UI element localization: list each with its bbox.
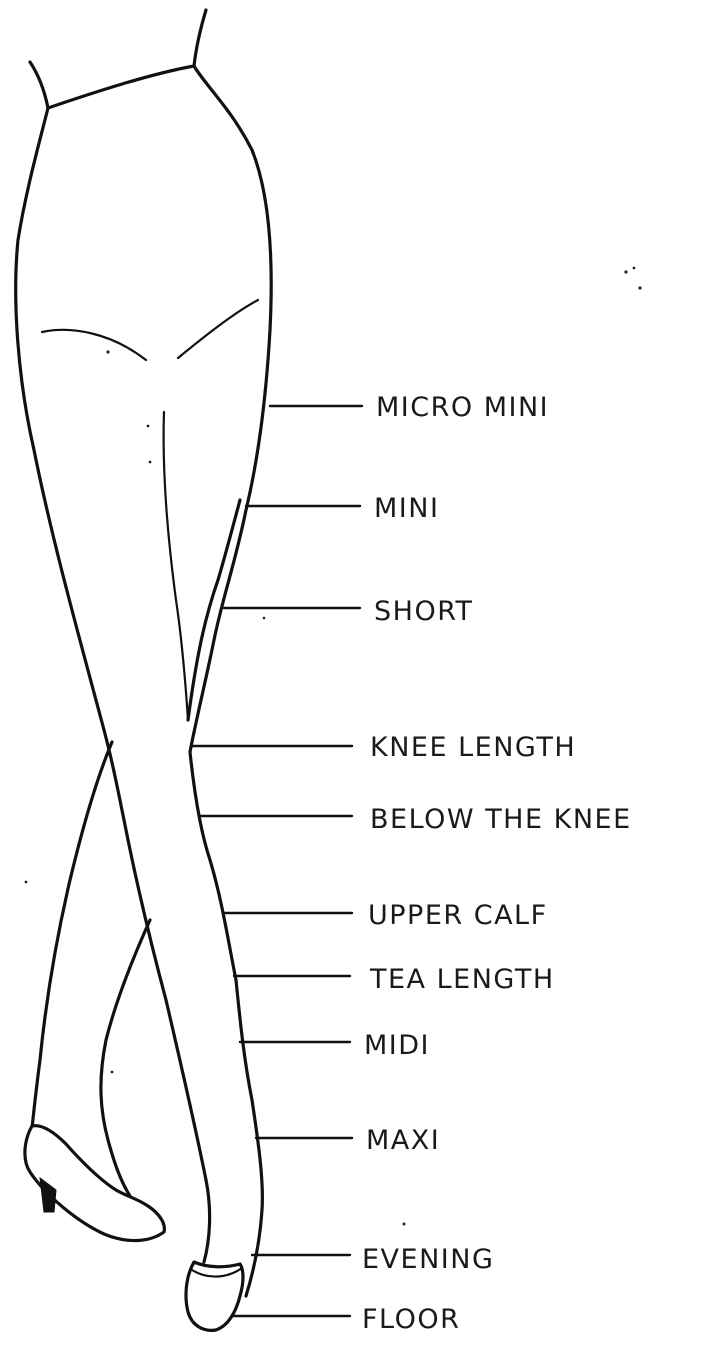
print-speck xyxy=(106,350,109,353)
label-below-the-knee: BELOW THE KNEE xyxy=(370,804,632,835)
center-leg-line xyxy=(164,412,188,720)
front-leg-inner xyxy=(188,500,240,720)
print-speck xyxy=(624,270,627,273)
label-micro-mini: MICRO MINI xyxy=(376,392,549,423)
print-speck xyxy=(147,425,150,428)
back-calf-outer xyxy=(32,742,112,1128)
print-speck xyxy=(263,617,266,620)
back-calf-inner xyxy=(101,920,150,1196)
label-tea-length: TEA LENGTH xyxy=(369,964,555,995)
print-speck xyxy=(633,267,636,270)
right-hip-outline xyxy=(190,10,271,1296)
length-labels: MICRO MINI MINI SHORT KNEE LENGTH BELOW … xyxy=(362,392,632,1335)
label-mini: MINI xyxy=(374,493,439,524)
print-speck xyxy=(638,286,641,289)
label-upper-calf: UPPER CALF xyxy=(368,900,548,931)
print-speck xyxy=(111,1071,114,1074)
label-midi: MIDI xyxy=(364,1030,430,1061)
leader-lines xyxy=(192,406,362,1316)
label-floor: FLOOR xyxy=(362,1304,460,1335)
label-evening: EVENING xyxy=(362,1244,494,1275)
label-short: SHORT xyxy=(374,596,473,627)
print-speck xyxy=(403,1223,406,1226)
left-hip-outline xyxy=(16,62,104,730)
label-knee-length: KNEE LENGTH xyxy=(370,732,576,763)
print-speck xyxy=(25,881,28,884)
legs-illustration xyxy=(16,10,642,1330)
print-speck xyxy=(149,461,152,464)
left-hip-crease xyxy=(42,330,146,360)
waistline xyxy=(48,66,194,108)
label-maxi: MAXI xyxy=(366,1125,440,1156)
right-hip-crease xyxy=(178,300,258,358)
